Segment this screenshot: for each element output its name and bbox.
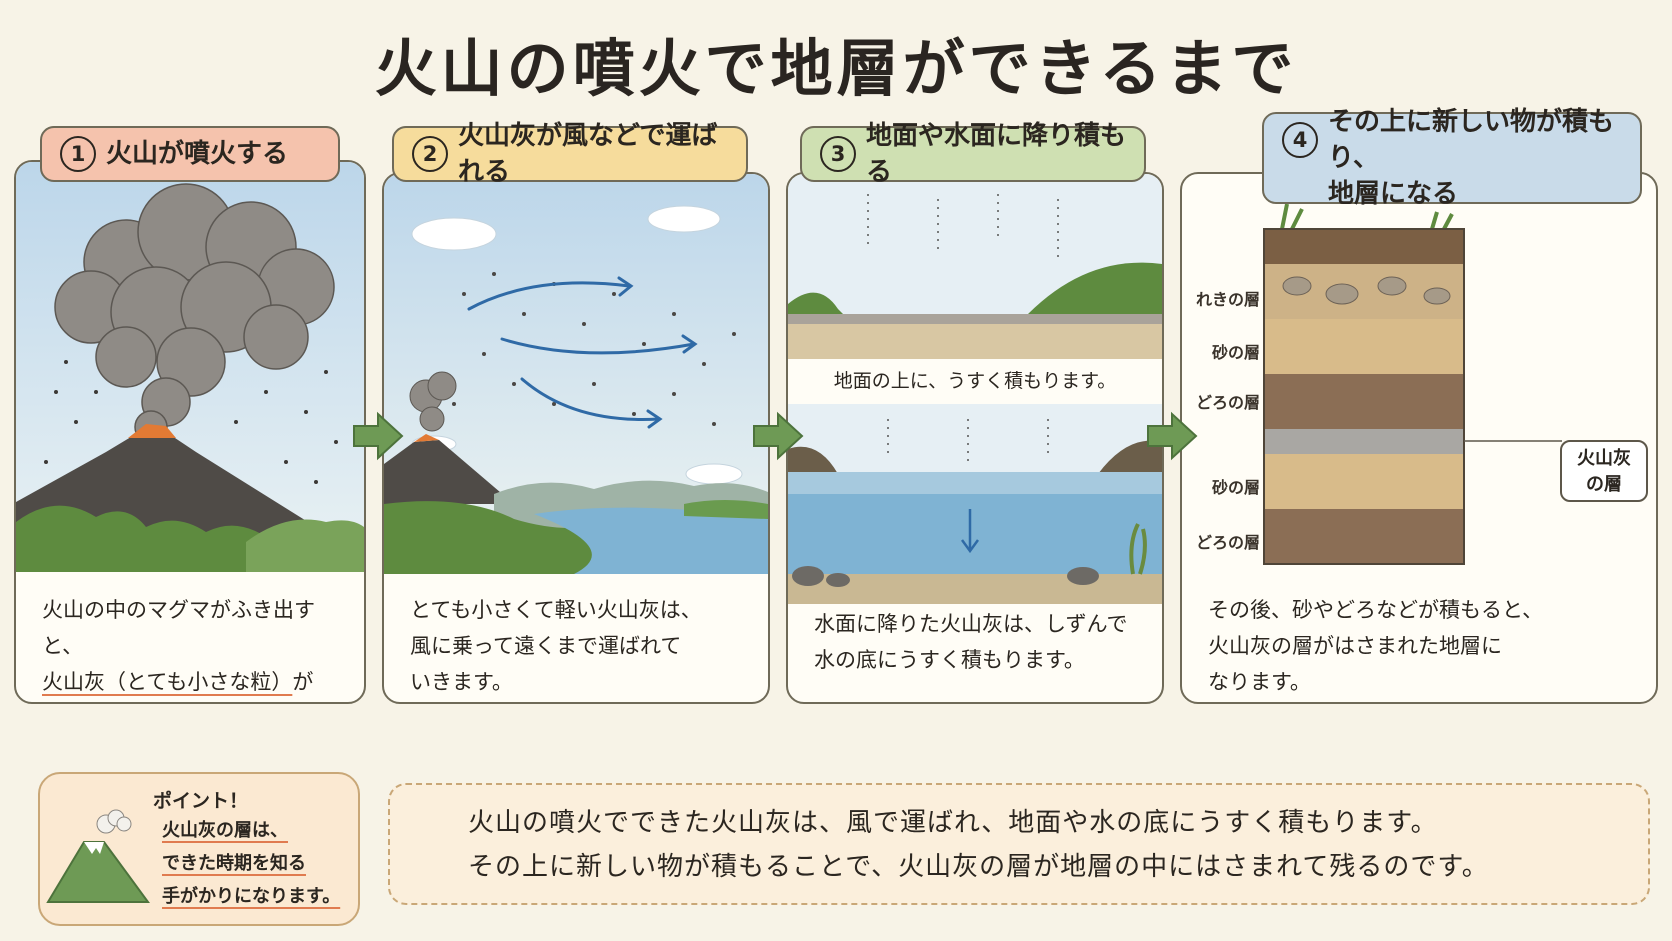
arrow-right-icon	[1147, 411, 1198, 461]
strata-illustration	[1182, 174, 1656, 594]
strata-column	[1263, 203, 1465, 565]
step-3-header: 3 地面や水面に降り積もる	[800, 121, 1146, 187]
point-text: 火山灰の層は、 できた時期を知る 手がかりになります。	[162, 820, 341, 907]
step-2-label: 火山灰が風などで運ばれる	[458, 121, 718, 187]
summary-box: 火山の噴火でできた火山灰は、風で運ばれ、地面や水の底にうすく積もります。 その上…	[388, 783, 1650, 905]
step-1-header: 1 火山が噴火する	[40, 126, 340, 182]
step-4-header: 4 その上に新しい物が積もり、 地層になる	[1262, 107, 1642, 209]
volcano-icon	[46, 809, 150, 903]
point-title: ポイント！	[153, 790, 249, 812]
step-2-number: 2	[412, 136, 448, 172]
step-4-label: その上に新しい物が積もり、 地層になる	[1328, 107, 1615, 209]
arrow-right-icon	[353, 411, 404, 461]
step-3-ground-caption: 地面の上に、うすく積もります。	[833, 370, 1117, 392]
step-2-card: とても小さくて軽い火山灰は、 風に乗って遠くまで運ばれて いきます。	[382, 172, 770, 704]
step-3-label: 地面や水面に降り積もる	[866, 121, 1127, 187]
step-1-number: 1	[60, 136, 96, 172]
layer-label-mud-2: どろの層	[1195, 533, 1260, 552]
page-title: 火山の噴火で地層ができるまで	[374, 32, 1298, 105]
volcanic-ash-layer-callout: 火山灰 の層	[1560, 440, 1648, 502]
step-2-header: 2 火山灰が風などで運ばれる	[392, 121, 748, 187]
arrow-right-icon	[753, 411, 804, 461]
step-3-number: 3	[820, 136, 856, 172]
step-4-description: その後、砂やどろなどが積もると、 火山灰の層がはさまれた地層に なります。	[1208, 598, 1544, 694]
layer-label-gravel: れきの層	[1195, 290, 1260, 309]
step-1-label: 火山が噴火する	[106, 139, 289, 169]
wind-illustration	[384, 174, 768, 574]
step-3-description: 水面に降りた火山灰は、しずんで 水の底にうすく積もります。	[814, 612, 1128, 672]
step-1-card: 火山の中のマグマがふき出すと、 火山灰（とても小さな粒）が 空高くまで上がります…	[14, 160, 366, 704]
step-1-description: 火山の中のマグマがふき出すと、 火山灰（とても小さな粒）が 空高くまで上がります…	[42, 598, 315, 694]
eruption-illustration	[16, 162, 364, 572]
layer-label-mud-1: どろの層	[1195, 393, 1260, 412]
deposit-illustration	[788, 174, 1162, 604]
step-4-card: れきの層 砂の層 どろの層 砂の層 どろの層 その後、砂やどろなどが積もると、 …	[1180, 172, 1658, 704]
step-2-description: とても小さくて軽い火山灰は、 風に乗って遠くまで運ばれて いきます。	[410, 598, 702, 694]
point-box: ポイント！ 火山灰の層は、 できた時期を知る 手がかりになります。	[38, 772, 360, 926]
layer-label-sand-2: 砂の層	[1211, 478, 1260, 497]
layer-label-sand-1: 砂の層	[1211, 343, 1260, 362]
step-4-number: 4	[1282, 122, 1318, 158]
step-3-card: 地面の上に、うすく積もります。 水面に降りた火山灰は、しずんで 水の底にうすく積…	[786, 172, 1164, 704]
